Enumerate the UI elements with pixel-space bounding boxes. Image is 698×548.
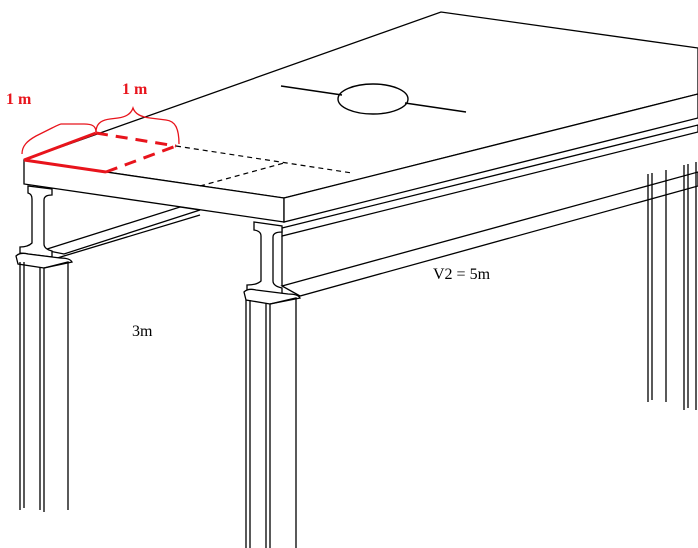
label-width-right: 1 m <box>122 81 148 98</box>
label-span-side: 3m <box>132 323 153 340</box>
left-beam-section <box>19 185 53 258</box>
right-beam-section <box>246 221 283 297</box>
opening-axis-left <box>280 85 343 96</box>
strip-end-dashed <box>199 162 285 187</box>
slab-opening <box>280 83 467 115</box>
brace-left <box>21 123 97 155</box>
slab-top-face <box>23 11 698 199</box>
center-column <box>243 288 301 548</box>
strip-back-edge-dashed <box>95 131 177 148</box>
floor-slab <box>23 11 698 223</box>
label-span-v2: V2 = 5m <box>433 266 491 283</box>
left-column <box>15 252 73 512</box>
label-width-left: 1 m <box>6 91 32 108</box>
columns <box>15 162 697 548</box>
far-right-column <box>647 162 697 410</box>
red-strip <box>23 131 177 174</box>
brace-right <box>95 105 180 145</box>
left-beam-web-face <box>43 206 201 255</box>
strip-edge-long-dashed <box>175 145 353 174</box>
strip-front-edge <box>23 158 107 174</box>
opening-ellipse <box>337 83 409 115</box>
strip-lines <box>175 145 353 187</box>
right-i-beam <box>246 124 698 297</box>
right-beam-web-face <box>281 124 698 237</box>
strip-front-edge-dashed <box>105 144 177 174</box>
opening-axis-right <box>404 102 467 113</box>
strip-side-edge <box>23 131 97 162</box>
width-braces <box>21 105 180 155</box>
right-beam-bottom-face <box>280 171 698 297</box>
slab-right-face <box>283 93 698 223</box>
